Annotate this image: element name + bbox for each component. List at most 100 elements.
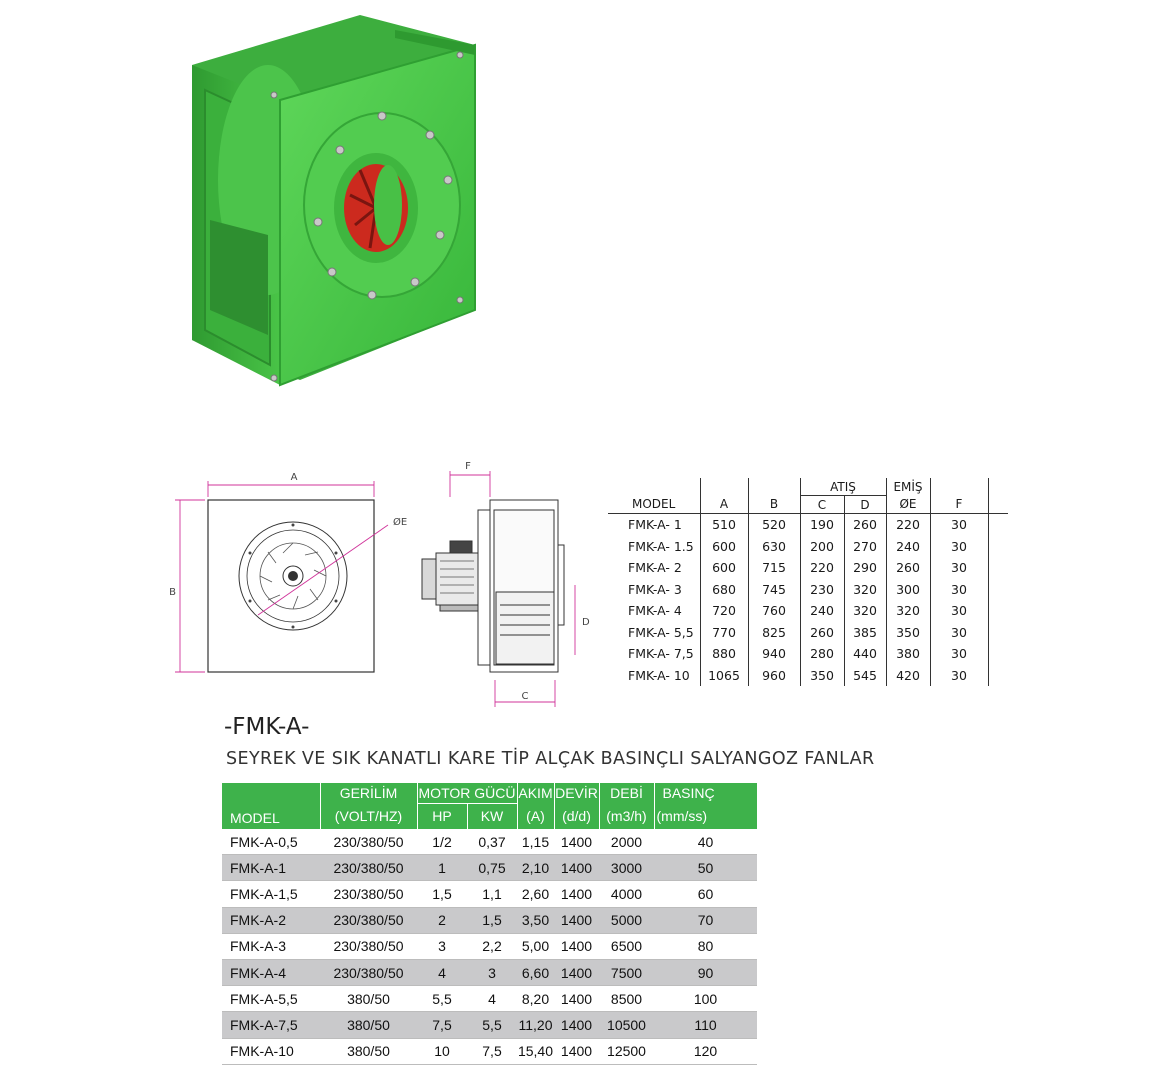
performance-cell: 11,20: [517, 1011, 554, 1038]
dimensions-cell: 760: [748, 600, 801, 622]
dimensions-cell: 940: [748, 643, 801, 665]
perf-col-speed: DEVİR: [553, 783, 599, 803]
dim-label-f: F: [465, 461, 471, 472]
dimensions-cell: 30: [930, 578, 989, 600]
performance-cell: 230/380/50: [320, 907, 417, 934]
dimensions-cell: 350: [800, 664, 845, 686]
perf-col-speed-unit: (d/d): [553, 803, 599, 829]
dimensions-cell: 300: [886, 578, 931, 600]
performance-cell-model: FMK-A-4: [222, 959, 320, 986]
dimensions-cell: 745: [748, 578, 801, 600]
dimensions-cell-pad: [988, 665, 1008, 687]
dimensions-cell: 240: [800, 600, 845, 622]
performance-cell: 230/380/50: [320, 933, 417, 960]
fan-product-illustration: [192, 15, 476, 387]
performance-cell: 1,5: [417, 880, 467, 908]
dimensions-cell: 240: [886, 535, 931, 557]
dimensions-cell: 280: [800, 643, 845, 665]
perf-col-flow-unit: (m3/h): [598, 803, 654, 829]
dimensions-cell-pad: [988, 643, 1008, 665]
dim-label-d: D: [582, 617, 590, 628]
performance-cell: 230/380/50: [320, 829, 417, 855]
outlet-group-header: ATIŞ: [800, 478, 887, 496]
perf-col-voltage: GERİLİM: [319, 783, 417, 803]
performance-cell: 4: [417, 959, 467, 986]
performance-cell: 5,5: [467, 1011, 517, 1038]
performance-cell-model: FMK-A-1: [222, 854, 320, 881]
performance-cell: 50: [654, 854, 757, 881]
dimensions-cell-model: FMK-A- 1: [608, 513, 701, 536]
col-a: A: [700, 495, 749, 514]
performance-cell: 100: [654, 985, 757, 1012]
performance-cell: 1,5: [467, 907, 517, 934]
performance-cell: 7,5: [417, 1011, 467, 1038]
dimensions-cell: 510: [700, 513, 749, 536]
performance-cell: 230/380/50: [320, 854, 417, 881]
dimensions-cell: 600: [700, 557, 749, 579]
dimensions-cell-pad: [988, 600, 1008, 622]
performance-cell: 40: [654, 829, 757, 855]
dimensions-cell: 350: [886, 621, 931, 643]
dimensions-cell-pad: [988, 579, 1008, 601]
dimensions-cell: 320: [844, 578, 887, 600]
dim-label-a: A: [291, 472, 298, 483]
performance-cell: 3,50: [517, 907, 554, 934]
inlet-group-header: EMİŞ: [886, 478, 931, 496]
col-b: B: [748, 495, 801, 514]
dimensions-cell: 30: [930, 643, 989, 665]
product-title: -FMK-A-: [224, 714, 310, 740]
performance-cell: 2,2: [467, 933, 517, 960]
dimensions-cell: 190: [800, 513, 845, 536]
dimensions-cell: 30: [930, 557, 989, 579]
performance-cell: 5,00: [517, 933, 554, 960]
performance-cell: 380/50: [320, 985, 417, 1012]
performance-cell: 1400: [554, 933, 599, 960]
performance-cell: 12500: [599, 1038, 654, 1065]
performance-cell: 1400: [554, 959, 599, 986]
performance-cell: 4000: [599, 880, 654, 908]
dimensions-cell: 230: [800, 578, 845, 600]
performance-cell: 1400: [554, 880, 599, 908]
performance-cell: 2000: [599, 829, 654, 855]
performance-cell-model: FMK-A-5,5: [222, 985, 320, 1012]
performance-cell: 8,20: [517, 985, 554, 1012]
dimensions-cell: 680: [700, 578, 749, 600]
performance-cell: 1400: [554, 854, 599, 881]
col-c: C: [800, 495, 845, 514]
perf-col-model: MODEL: [222, 783, 320, 829]
perf-col-kw: KW: [466, 802, 517, 829]
perf-col-pressure: BASINÇ: [653, 783, 757, 803]
dimensions-cell-model: FMK-A- 2: [608, 557, 701, 579]
performance-cell: 3: [467, 959, 517, 986]
performance-cell: 0,37: [467, 829, 517, 855]
performance-cell: 1: [417, 854, 467, 881]
dim-label-b: B: [169, 587, 176, 598]
dimensions-cell-model: FMK-A- 7,5: [608, 643, 701, 665]
dimensions-cell: 200: [800, 535, 845, 557]
performance-cell: 1400: [554, 907, 599, 934]
perf-col-motor-power: MOTOR GÜCÜ: [416, 783, 517, 803]
dimensions-cell: 880: [700, 643, 749, 665]
dimensions-cell: 30: [930, 664, 989, 686]
performance-cell: 1400: [554, 1038, 599, 1065]
dimensions-cell: 600: [700, 535, 749, 557]
dimensions-cell: 270: [844, 535, 887, 557]
performance-cell: 1/2: [417, 829, 467, 855]
performance-cell: 230/380/50: [320, 880, 417, 908]
performance-cell: 1400: [554, 829, 599, 855]
dimensions-cell: 385: [844, 621, 887, 643]
performance-cell: 6,60: [517, 959, 554, 986]
dimensions-cell: 545: [844, 664, 887, 686]
